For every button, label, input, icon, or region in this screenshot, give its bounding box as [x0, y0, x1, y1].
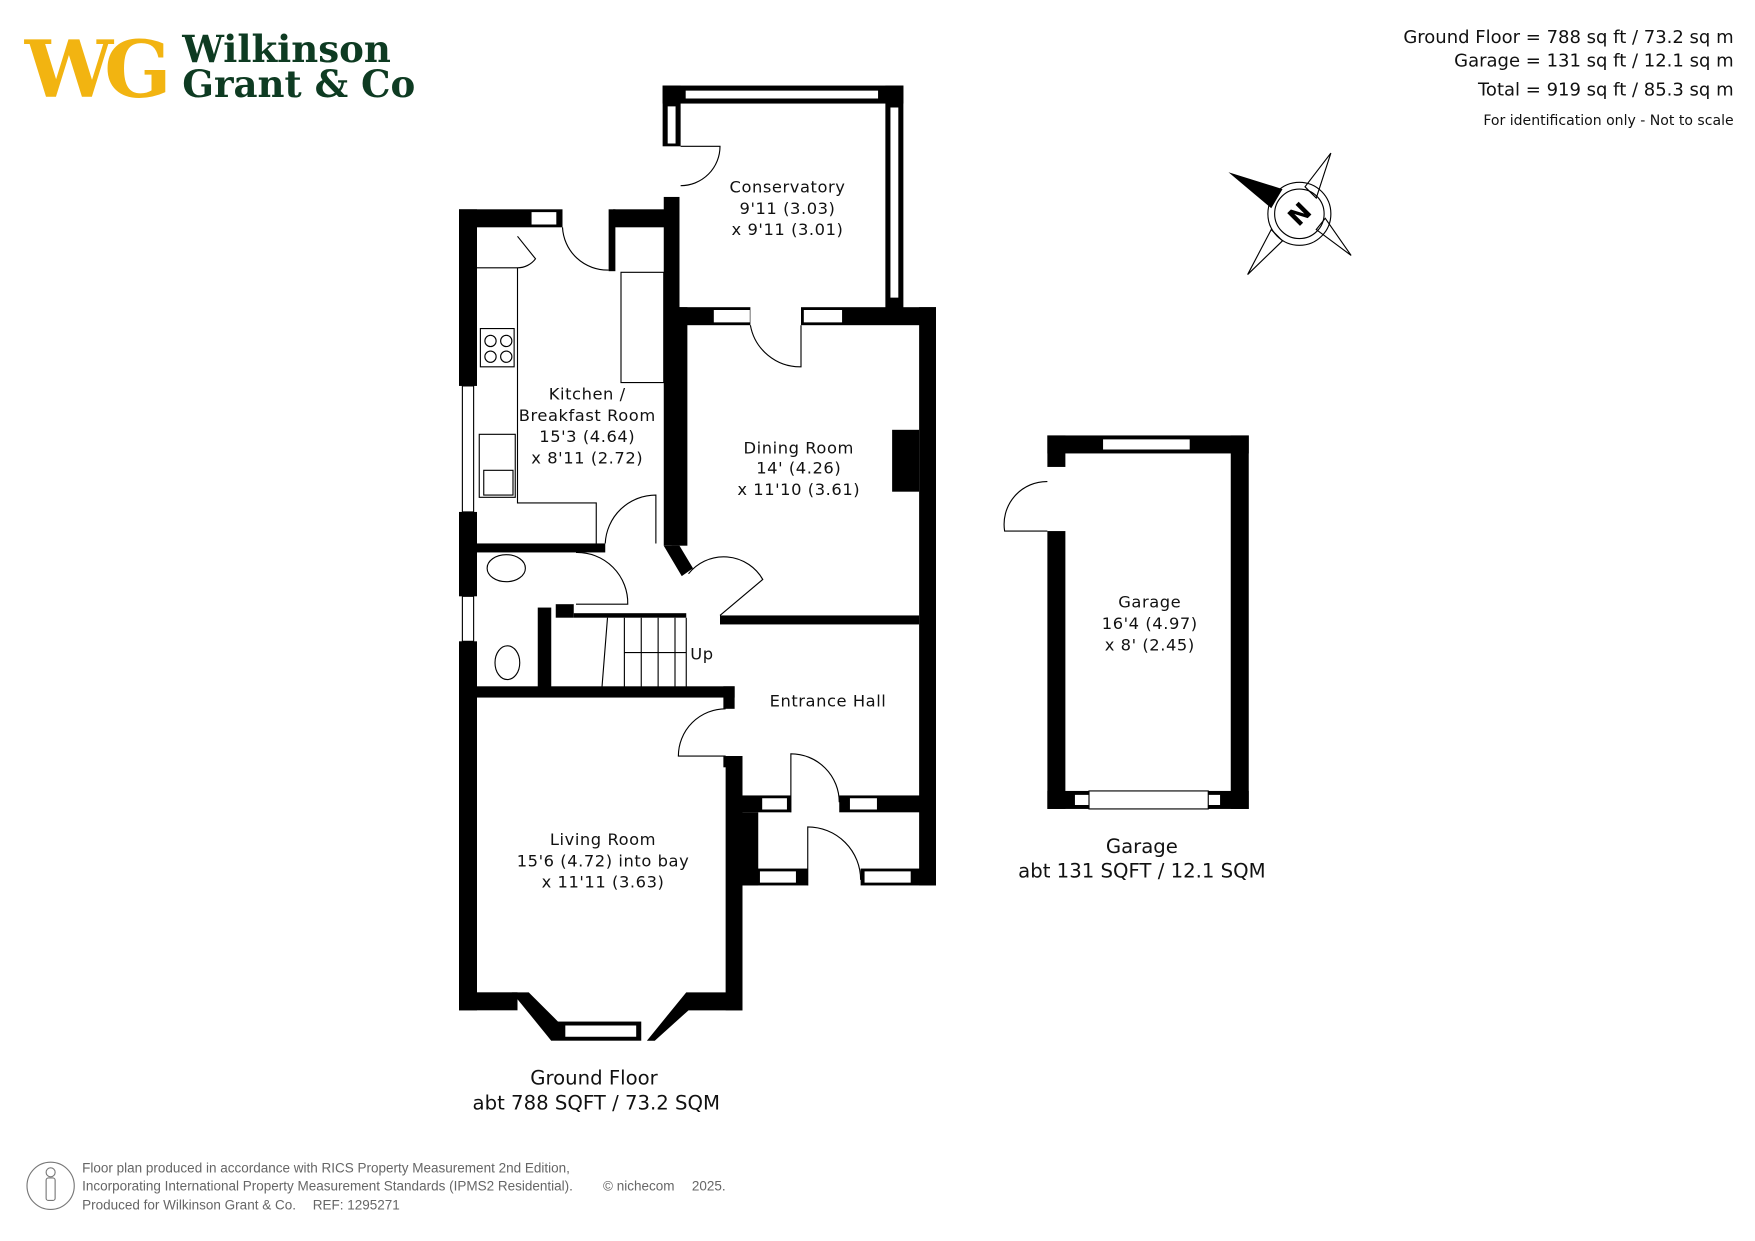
footer-line2: Incorporating International Property Mea… [82, 1178, 573, 1193]
svg-text:14' (4.26): 14' (4.26) [756, 459, 841, 478]
footer-line1: Floor plan produced in accordance with R… [82, 1160, 570, 1175]
svg-text:Conservatory: Conservatory [730, 177, 846, 196]
svg-text:Kitchen /: Kitchen / [549, 384, 626, 403]
disclaimer: For identification only - Not to scale [1483, 113, 1733, 129]
svg-text:Dining Room: Dining Room [744, 438, 854, 457]
svg-text:x 11'11 (3.63): x 11'11 (3.63) [542, 873, 665, 892]
living-room-walls [459, 756, 743, 1041]
room-label-hall: Entrance Hall [770, 692, 887, 711]
svg-text:15'6 (4.72) into bay: 15'6 (4.72) into bay [517, 851, 690, 870]
room-label-garage: Garage 16'4 (4.97) x 8' (2.45) [1102, 593, 1198, 655]
footer: Floor plan produced in accordance with R… [26, 1160, 726, 1212]
footer-ref: REF: 1295271 [313, 1197, 400, 1212]
logo-line2: Grant & Co [182, 62, 415, 106]
compass-icon: N [1228, 152, 1352, 275]
stairs-up-label: Up [690, 644, 713, 663]
room-label-conservatory: Conservatory 9'11 (3.03) x 9'11 (3.01) [730, 177, 846, 239]
svg-text:Breakfast Room: Breakfast Room [519, 406, 656, 425]
compass-north-label: N [1282, 197, 1317, 232]
svg-text:x 11'10 (3.61): x 11'10 (3.61) [737, 480, 860, 499]
kitchen-walls [459, 209, 675, 1011]
svg-text:Garage: Garage [1118, 593, 1181, 612]
svg-text:16'4 (4.97): 16'4 (4.97) [1102, 614, 1198, 633]
garage-area: abt 131 SQFT / 12.1 SQM [1018, 860, 1265, 883]
room-label-dining: Dining Room 14' (4.26) x 11'10 (3.61) [737, 438, 860, 499]
svg-text:x 8' (2.45): x 8' (2.45) [1105, 635, 1195, 654]
logo-line1: Wilkinson [181, 27, 391, 71]
logo: WG Wilkinson Grant & Co [24, 23, 416, 116]
ground-floor-title: Ground Floor [530, 1067, 658, 1090]
area-ground-floor: Ground Floor = 788 sq ft / 73.2 sq m [1403, 27, 1733, 48]
person-icon [26, 1161, 75, 1210]
svg-text:x 8'11 (2.72): x 8'11 (2.72) [531, 449, 643, 468]
garage-title: Garage [1106, 835, 1178, 858]
porch-walls [734, 753, 936, 886]
footer-year: 2025. [692, 1178, 726, 1193]
footer-line3: Produced for Wilkinson Grant & Co. [82, 1197, 296, 1212]
logo-monogram: WG [24, 23, 166, 116]
hall-walls [459, 551, 735, 757]
area-total: Total = 919 sq ft / 85.3 sq m [1477, 80, 1734, 101]
dining-walls [663, 306, 936, 886]
svg-text:x 9'11 (3.01): x 9'11 (3.01) [732, 220, 844, 239]
garage-walls [1003, 435, 1249, 810]
room-label-kitchen: Kitchen / Breakfast Room 15'3 (4.64) x 8… [519, 384, 656, 468]
room-label-living: Living Room 15'6 (4.72) into bay x 11'11… [517, 830, 690, 892]
ground-floor-area: abt 788 SQFT / 73.2 SQM [473, 1091, 720, 1114]
svg-text:9'11 (3.03): 9'11 (3.03) [740, 199, 836, 218]
footer-copyright: © nichecom [603, 1178, 674, 1193]
svg-text:Living Room: Living Room [550, 830, 656, 849]
area-garage: Garage = 131 sq ft / 12.1 sq m [1454, 50, 1733, 71]
svg-text:15'3 (4.64): 15'3 (4.64) [539, 427, 635, 446]
